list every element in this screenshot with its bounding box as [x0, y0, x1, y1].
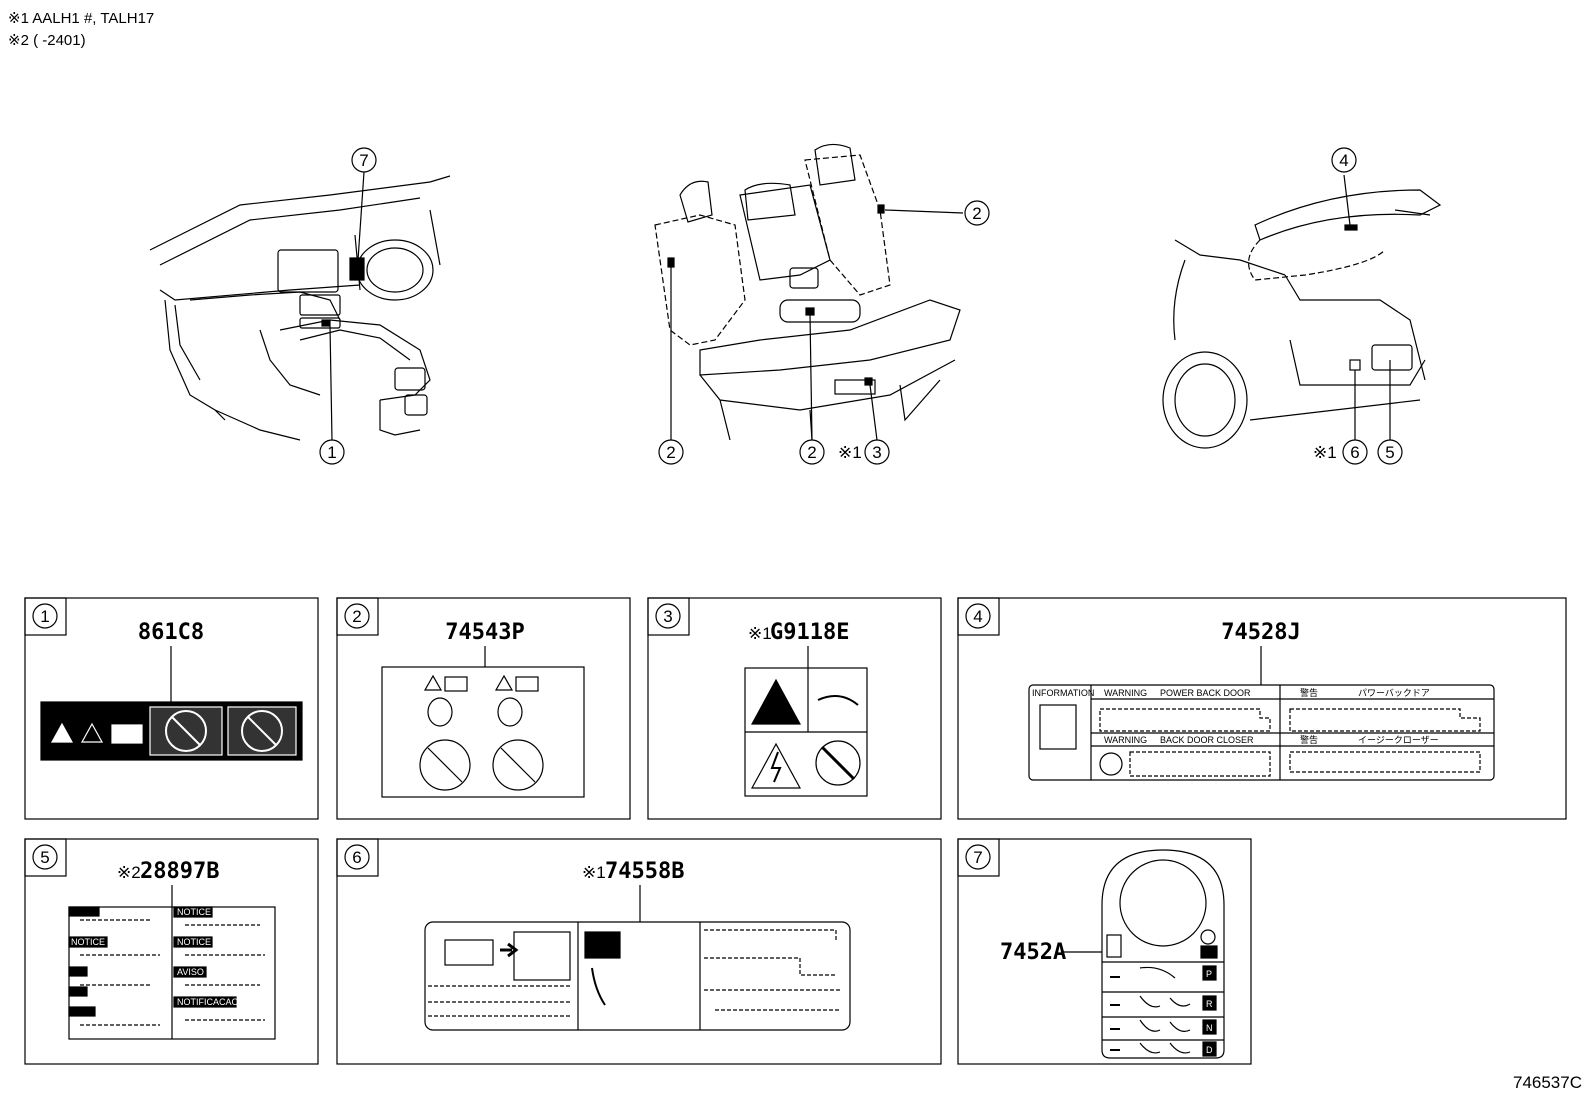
svg-text:AVISO: AVISO — [177, 967, 204, 977]
panel-2-part-number: 74543P — [445, 620, 524, 645]
panel-6-prefix: ※1 — [582, 863, 606, 882]
dashboard-illustration — [149, 175, 451, 441]
svg-text:D: D — [1206, 1045, 1213, 1055]
panel-3-number: 3 — [663, 607, 672, 626]
panel-6-number: 6 — [352, 848, 361, 867]
callout-3: 3 — [864, 439, 890, 465]
svg-text:2: 2 — [666, 443, 675, 462]
panel-5-number: 5 — [40, 848, 49, 867]
svg-text:4: 4 — [1339, 151, 1348, 170]
mark-3: ※1 — [838, 443, 862, 462]
panel-3-prefix: ※1 — [748, 624, 772, 643]
panel-5: 5 ※2 28897B NOTICE NOTICE NOTICE AVISO N… — [24, 838, 319, 1065]
callout-2-center: 2 — [799, 439, 825, 465]
svg-text:1: 1 — [327, 443, 336, 462]
svg-text:3: 3 — [872, 443, 881, 462]
callout-6: 6 — [1342, 439, 1368, 465]
svg-text:警告: 警告 — [1300, 687, 1318, 698]
svg-text:5: 5 — [1385, 443, 1394, 462]
rear-seat-illustration — [654, 143, 961, 441]
svg-text:2: 2 — [807, 443, 816, 462]
callout-7: 7 — [351, 147, 377, 173]
panel-7: 7 7452A P R N D — [957, 838, 1252, 1065]
svg-text:POWER BACK DOOR: POWER BACK DOOR — [1160, 688, 1251, 698]
label-28897b: NOTICE NOTICE NOTICE AVISO NOTIFICACAO — [68, 906, 276, 1040]
callout-5: 5 — [1377, 439, 1403, 465]
label-861c8 — [40, 701, 303, 761]
svg-text:N: N — [1206, 1023, 1213, 1033]
panel-4: 4 74528J INFORMATION WARNING POWER BACK … — [957, 597, 1567, 820]
panel-3: 3 ※1 G9118E — [647, 597, 942, 820]
panel-4-number: 4 — [973, 607, 982, 626]
panel-6-part-number: 74558B — [605, 859, 684, 884]
svg-text:P: P — [1206, 969, 1212, 979]
callout-2-left: 2 — [658, 439, 684, 465]
panel-4-part-number: 74528J — [1221, 620, 1300, 645]
svg-text:INFORMATION: INFORMATION — [1032, 688, 1094, 698]
note-1: ※1 AALH1 #, TALH17 — [8, 10, 155, 27]
svg-text:2: 2 — [972, 204, 981, 223]
callout-4: 4 — [1331, 147, 1357, 173]
svg-text:パワーバックドア: パワーバックドア — [1358, 688, 1430, 698]
callouts: 7 1 2 2 2 ※1 3 4 ※1 6 5 — [319, 147, 1403, 465]
diagram-code: 746537C — [1512, 1073, 1582, 1092]
callout-1: 1 — [319, 439, 345, 465]
svg-text:NOTICE: NOTICE — [177, 907, 211, 917]
svg-text:NOTICE: NOTICE — [177, 937, 211, 947]
svg-text:WARNING: WARNING — [1104, 735, 1147, 745]
svg-text:警告: 警告 — [1300, 734, 1318, 745]
mark-6: ※1 — [1313, 443, 1337, 462]
label-7452a: P R N D — [1101, 849, 1225, 1059]
note-2: ※2 ( -2401) — [8, 32, 86, 49]
svg-text:6: 6 — [1350, 443, 1359, 462]
panel-1-number: 1 — [40, 607, 49, 626]
panel-6: 6 ※1 74558B — [336, 838, 942, 1065]
svg-text:イージークローザー: イージークローザー — [1358, 735, 1439, 745]
panel-2: 2 74543P — [336, 597, 631, 820]
rear-vehicle-illustration — [1162, 189, 1442, 449]
panel-1: 1 861C8 — [24, 597, 319, 820]
panel-2-number: 2 — [352, 607, 361, 626]
panel-1-part-number: 861C8 — [138, 620, 204, 645]
leader-lines — [329, 171, 1391, 441]
svg-text:R: R — [1206, 999, 1213, 1009]
header-notes: ※1 AALH1 #, TALH17 ※2 ( -2401) — [8, 8, 154, 52]
callout-2-top: 2 — [964, 200, 990, 226]
svg-text:NOTIFICACAO: NOTIFICACAO — [177, 997, 239, 1007]
panel-5-part-number: 28897B — [140, 859, 219, 884]
panel-7-number: 7 — [973, 848, 982, 867]
label-74543p — [381, 666, 585, 798]
svg-text:NOTICE: NOTICE — [71, 937, 105, 947]
panel-3-part-number: G9118E — [770, 620, 849, 645]
panel-5-prefix: ※2 — [117, 863, 141, 882]
label-74528j: INFORMATION WARNING POWER BACK DOOR 警告 パ… — [1028, 684, 1495, 781]
label-74558b — [424, 921, 851, 1031]
label-g9118e — [744, 667, 868, 797]
svg-text:WARNING: WARNING — [1104, 688, 1147, 698]
svg-text:7: 7 — [359, 151, 368, 170]
svg-text:BACK DOOR CLOSER: BACK DOOR CLOSER — [1160, 735, 1254, 745]
panel-7-part-number: 7452A — [1000, 940, 1066, 965]
